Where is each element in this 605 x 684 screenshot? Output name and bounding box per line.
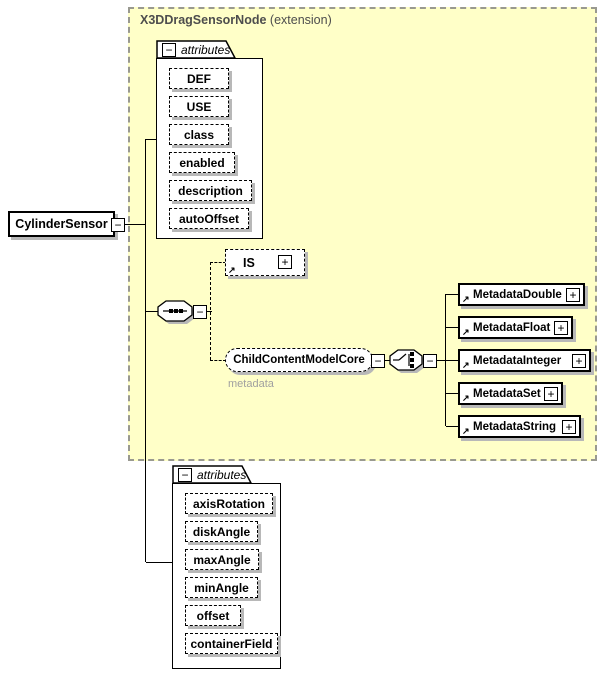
- expand-icon[interactable]: +: [544, 387, 558, 401]
- element-label: MetadataInteger: [473, 354, 562, 367]
- element-metadatainteger[interactable]: ↗ MetadataInteger +: [458, 349, 591, 372]
- element-metadatastring[interactable]: ↗ MetadataString +: [458, 415, 581, 438]
- attribute-minangle[interactable]: minAngle: [185, 577, 258, 598]
- reference-icon: ↗: [462, 327, 470, 337]
- attribute-enabled[interactable]: enabled: [169, 152, 235, 173]
- expand-icon[interactable]: +: [554, 321, 568, 335]
- element-label: ChildContentModelCore: [233, 354, 365, 366]
- connector-line: [124, 224, 146, 225]
- collapse-icon[interactable]: −: [423, 354, 437, 368]
- connector-line: [446, 327, 458, 328]
- connector-line: [146, 139, 157, 140]
- element-label: IS: [243, 255, 255, 270]
- connector-line: [146, 311, 158, 312]
- collapse-icon[interactable]: −: [162, 43, 176, 57]
- sequence-icon[interactable]: [157, 300, 197, 326]
- extension-title: X3DDragSensorNode (extension): [140, 13, 332, 27]
- element-cylindersensor[interactable]: CylinderSensor: [8, 211, 115, 237]
- expand-icon[interactable]: +: [562, 420, 576, 434]
- connector-line: [436, 360, 458, 361]
- attribute-def[interactable]: DEF: [169, 68, 229, 89]
- expand-icon[interactable]: +: [572, 354, 586, 368]
- extension-qualifier: (extension): [266, 13, 332, 27]
- attributes-label: attributes: [197, 468, 247, 482]
- element-is[interactable]: ↗ IS +: [225, 249, 305, 276]
- connector-line-optional: [210, 360, 226, 361]
- connector-line: [445, 294, 446, 426]
- element-childcontentmodelcore[interactable]: ChildContentModelCore: [225, 348, 373, 372]
- attributes-label: attributes: [181, 43, 231, 57]
- reference-icon: ↗: [462, 294, 470, 304]
- connector-line: [145, 139, 146, 562]
- connector-line: [384, 360, 390, 361]
- attribute-offset[interactable]: offset: [185, 605, 241, 626]
- attributes-header: − attributes: [178, 468, 246, 482]
- element-label: MetadataSet: [473, 387, 541, 400]
- reference-icon: ↗: [462, 426, 470, 436]
- attribute-use[interactable]: USE: [169, 96, 229, 117]
- attributes-header: − attributes: [162, 43, 230, 57]
- collapse-icon[interactable]: −: [111, 218, 125, 232]
- connector-line: [446, 393, 458, 394]
- attribute-class[interactable]: class: [169, 124, 229, 145]
- expand-icon[interactable]: +: [566, 288, 580, 302]
- connector-line: [146, 562, 173, 563]
- reference-icon: ↗: [462, 360, 470, 370]
- reference-icon: ↗: [228, 265, 236, 275]
- reference-icon: ↗: [462, 393, 470, 403]
- connector-line-optional: [210, 262, 226, 263]
- element-label: MetadataString: [473, 420, 557, 433]
- collapse-icon[interactable]: −: [371, 354, 385, 368]
- connector-line-optional: [206, 311, 212, 312]
- group-annotation: metadata: [228, 378, 274, 390]
- attribute-axisrotation[interactable]: axisRotation: [185, 493, 273, 514]
- element-label: MetadataDouble: [473, 288, 562, 301]
- connector-line: [446, 426, 458, 427]
- collapse-icon[interactable]: −: [178, 468, 192, 482]
- extension-name: X3DDragSensorNode: [140, 13, 267, 27]
- attribute-autooffset[interactable]: autoOffset: [169, 208, 249, 229]
- choice-icon[interactable]: [389, 349, 427, 375]
- element-label: CylinderSensor: [15, 217, 108, 231]
- element-metadatadouble[interactable]: ↗ MetadataDouble +: [458, 283, 585, 306]
- collapse-icon[interactable]: −: [193, 305, 207, 319]
- element-label: MetadataFloat: [473, 321, 551, 334]
- attribute-containerfield[interactable]: containerField: [185, 633, 278, 654]
- connector-line: [446, 294, 458, 295]
- connector-line-optional: [210, 262, 211, 360]
- attribute-maxangle[interactable]: maxAngle: [185, 549, 259, 570]
- attribute-description[interactable]: description: [169, 180, 252, 201]
- attribute-diskangle[interactable]: diskAngle: [185, 521, 258, 542]
- expand-icon[interactable]: +: [278, 255, 292, 269]
- element-metadataset[interactable]: ↗ MetadataSet +: [458, 382, 563, 405]
- element-metadatafloat[interactable]: ↗ MetadataFloat +: [458, 316, 573, 339]
